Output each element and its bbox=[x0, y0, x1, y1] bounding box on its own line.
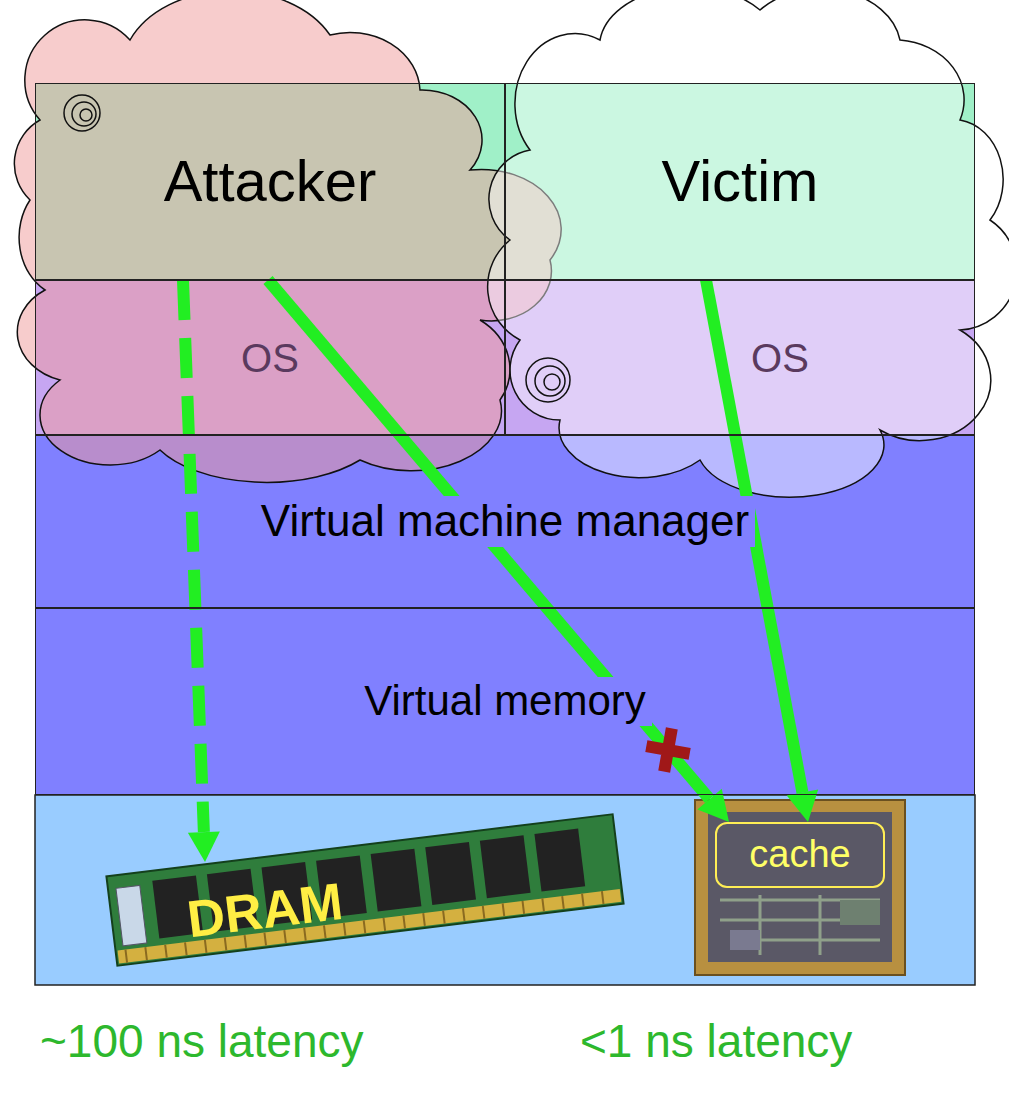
hardware-band bbox=[35, 795, 975, 985]
dram-label-area: DRAM bbox=[150, 862, 380, 960]
node-text: cache bbox=[749, 833, 850, 877]
node-text: DRAM bbox=[184, 872, 346, 950]
access-arrow bbox=[183, 280, 204, 832]
blocked-cross bbox=[643, 725, 694, 776]
layer-band: Virtual machine manager bbox=[35, 435, 975, 608]
node-text: Virtual machine manager bbox=[255, 496, 755, 547]
cache-box: cache bbox=[715, 822, 885, 888]
latency-label: ~100 ns latency bbox=[40, 1015, 364, 1068]
node-text: Victim bbox=[662, 148, 819, 215]
attacker-box: Attacker bbox=[35, 83, 505, 280]
node-text: Attacker bbox=[164, 148, 377, 215]
latency-label: <1 ns latency bbox=[580, 1015, 852, 1068]
os-box: OS bbox=[35, 280, 505, 435]
dram-module bbox=[106, 814, 623, 965]
node-text: OS bbox=[751, 335, 809, 381]
node-text: Virtual memory bbox=[358, 677, 652, 725]
victim-cloud bbox=[488, 0, 1009, 497]
layer-band: Virtual memory bbox=[35, 608, 975, 795]
attacker-cloud bbox=[14, 0, 561, 482]
node-text: OS bbox=[241, 335, 299, 381]
cloud-spiral bbox=[64, 95, 570, 402]
os-box: OS bbox=[505, 280, 975, 435]
cpu-chip bbox=[695, 800, 905, 975]
victim-box: Victim bbox=[505, 83, 975, 280]
